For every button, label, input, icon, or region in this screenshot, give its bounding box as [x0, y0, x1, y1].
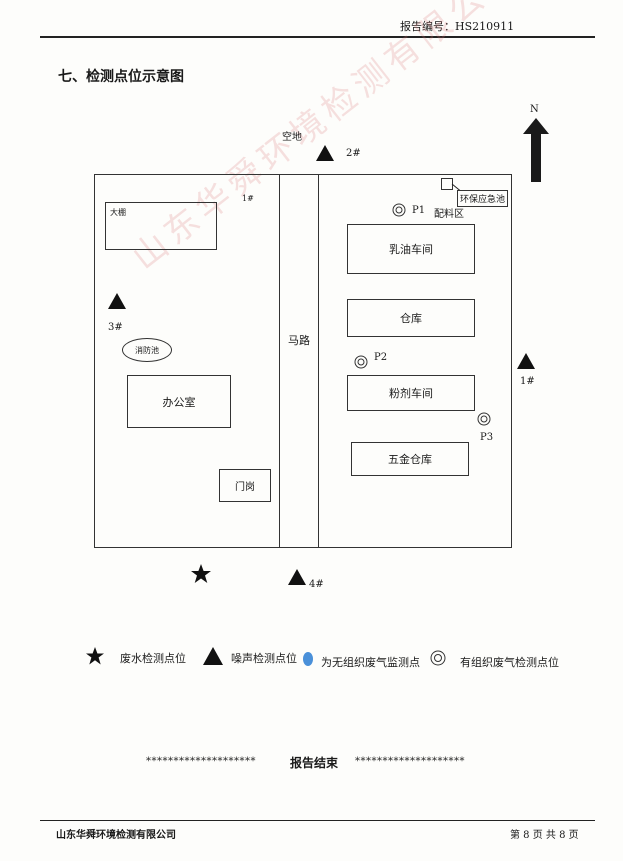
legend-fugitive: 为无组织废气监测点 [321, 656, 420, 669]
footer-company: 山东华舜环境检测有限公司 [56, 830, 176, 841]
report-number: 报告编号：HS210911 [400, 20, 515, 33]
warehouse-building: 仓库 [347, 299, 475, 337]
north-arrow-icon [523, 118, 549, 182]
emulsion-label: 乳油车间 [389, 243, 433, 256]
noise-point-1-label: 1# [520, 376, 535, 387]
noise-point-1-icon [517, 353, 535, 369]
legend-star-icon [86, 647, 104, 665]
p3-label: P3 [480, 432, 494, 443]
end-stars-right: ******************** [355, 756, 465, 767]
powder-label: 粉剂车间 [389, 387, 433, 400]
north-label: N [530, 104, 539, 115]
wastewater-point-icon [191, 564, 211, 583]
hardware-label: 五金仓库 [388, 453, 432, 466]
footer-rule [40, 820, 595, 821]
end-text: 报告结束 [290, 756, 339, 770]
legend-triangle-icon [203, 647, 223, 665]
footer-page: 第 8 页 共 8 页 [510, 830, 579, 841]
noise-point-3-label: 3# [108, 322, 123, 333]
guard-building: 门岗 [219, 469, 271, 502]
warehouse-label: 仓库 [400, 312, 422, 325]
office-building: 办公室 [127, 375, 231, 428]
site-boundary [94, 174, 512, 548]
fire-pool: 消防池 [122, 338, 172, 362]
emergency-pool-label: 环保应急池 [457, 190, 509, 207]
shed-label: 大棚 [110, 208, 126, 217]
noise-point-3-icon [108, 293, 126, 309]
noise-point-4-label: 4# [309, 579, 324, 590]
office-label: 办公室 [162, 395, 196, 409]
legend-noise: 噪声检测点位 [231, 652, 297, 665]
road [279, 174, 319, 548]
organized-point-p1-icon [392, 203, 406, 217]
noise-point-2-icon [316, 145, 334, 161]
legend-organized: 有组织废气检测点位 [460, 656, 559, 669]
p1-label: P1 [412, 205, 426, 216]
guard-label: 门岗 [235, 482, 255, 493]
mixing-area-label: 配料区 [434, 209, 464, 220]
road-label: 马路 [288, 334, 310, 347]
emulsion-workshop: 乳油车间 [347, 224, 475, 274]
legend-double-circle-icon [430, 650, 446, 666]
organized-point-p3-icon [477, 412, 491, 426]
open-space-label: 空地 [282, 132, 302, 143]
legend-blue-dot-icon [303, 652, 313, 666]
noise-point-2-label: 2# [346, 148, 361, 159]
shed-building: 大棚 [105, 202, 217, 250]
point-1-top-label: 1# [242, 194, 254, 203]
hardware-warehouse: 五金仓库 [351, 442, 469, 476]
legend-wastewater: 废水检测点位 [120, 652, 186, 665]
header-rule [40, 36, 595, 38]
powder-workshop: 粉剂车间 [347, 375, 475, 411]
p2-label: P2 [374, 352, 388, 363]
fire-pool-label: 消防池 [135, 345, 159, 355]
end-stars-left: ******************** [146, 756, 256, 767]
section-title: 七、检测点位示意图 [58, 69, 184, 85]
noise-point-4-icon [288, 569, 306, 585]
organized-point-p2-icon [354, 355, 368, 369]
